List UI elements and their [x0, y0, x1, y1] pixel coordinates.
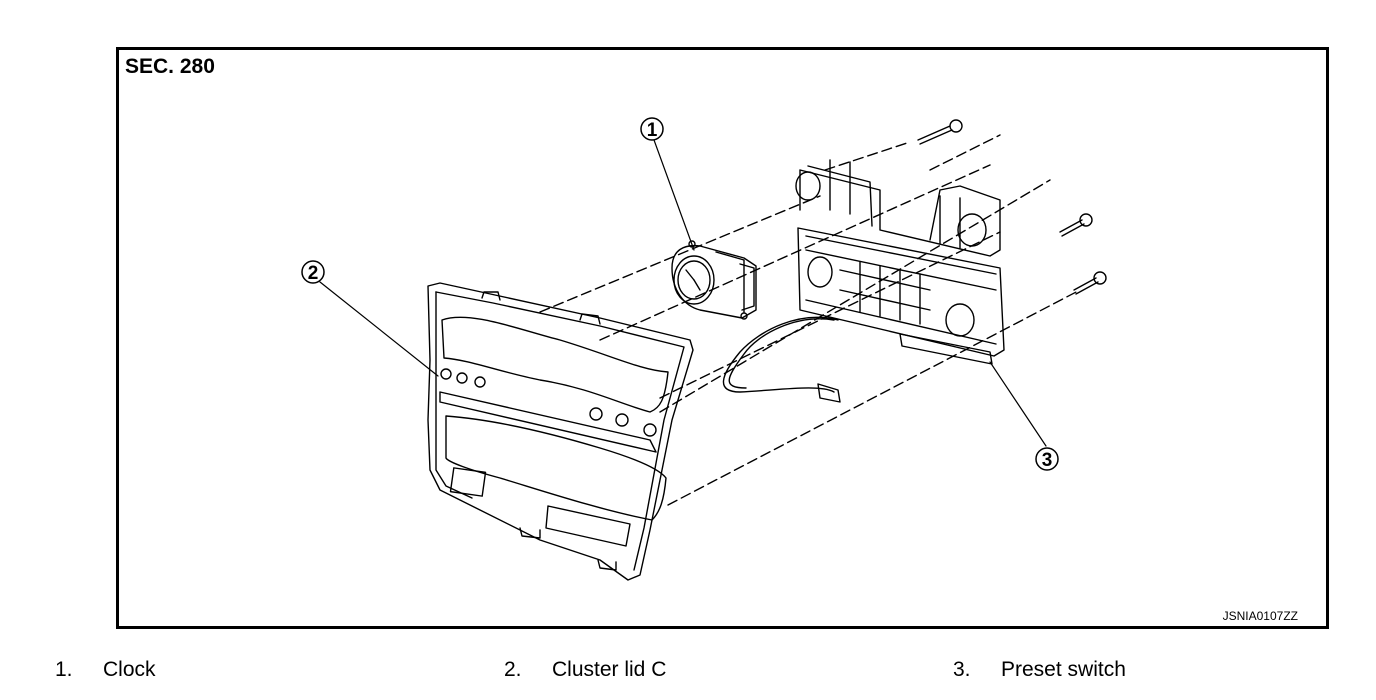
callout-2-number: 2 [308, 263, 319, 284]
figure-code: JSNIA0107ZZ [1222, 609, 1298, 623]
cluster-lid-c [427, 282, 694, 581]
assembly-lines [539, 134, 1081, 506]
leader-lines [319, 139, 1047, 447]
section-label: SEC. 280 [125, 55, 215, 78]
callout-1: 1 [640, 117, 664, 141]
preset-switch [795, 159, 1005, 365]
legend-item-clock: 1. Clock [55, 658, 156, 682]
legend-label: Preset switch [1001, 658, 1126, 681]
screws [917, 119, 1107, 295]
callout-3-number: 3 [1042, 450, 1053, 471]
legend-item-cluster-lid-c: 2. Cluster lid C [504, 658, 666, 682]
legend-label: Cluster lid C [552, 658, 667, 681]
legend-item-preset-switch: 3. Preset switch [953, 658, 1126, 682]
callout-3: 3 [1035, 447, 1059, 471]
callout-2: 2 [301, 260, 325, 284]
clock [671, 240, 841, 403]
legend-label: Clock [103, 658, 156, 681]
callout-1-number: 1 [647, 120, 658, 141]
legend-number: 1. [55, 658, 73, 681]
figure-frame: SEC. 280 JSNIA0107ZZ [116, 47, 1329, 629]
legend-number: 3. [953, 658, 971, 681]
legend-number: 2. [504, 658, 522, 681]
